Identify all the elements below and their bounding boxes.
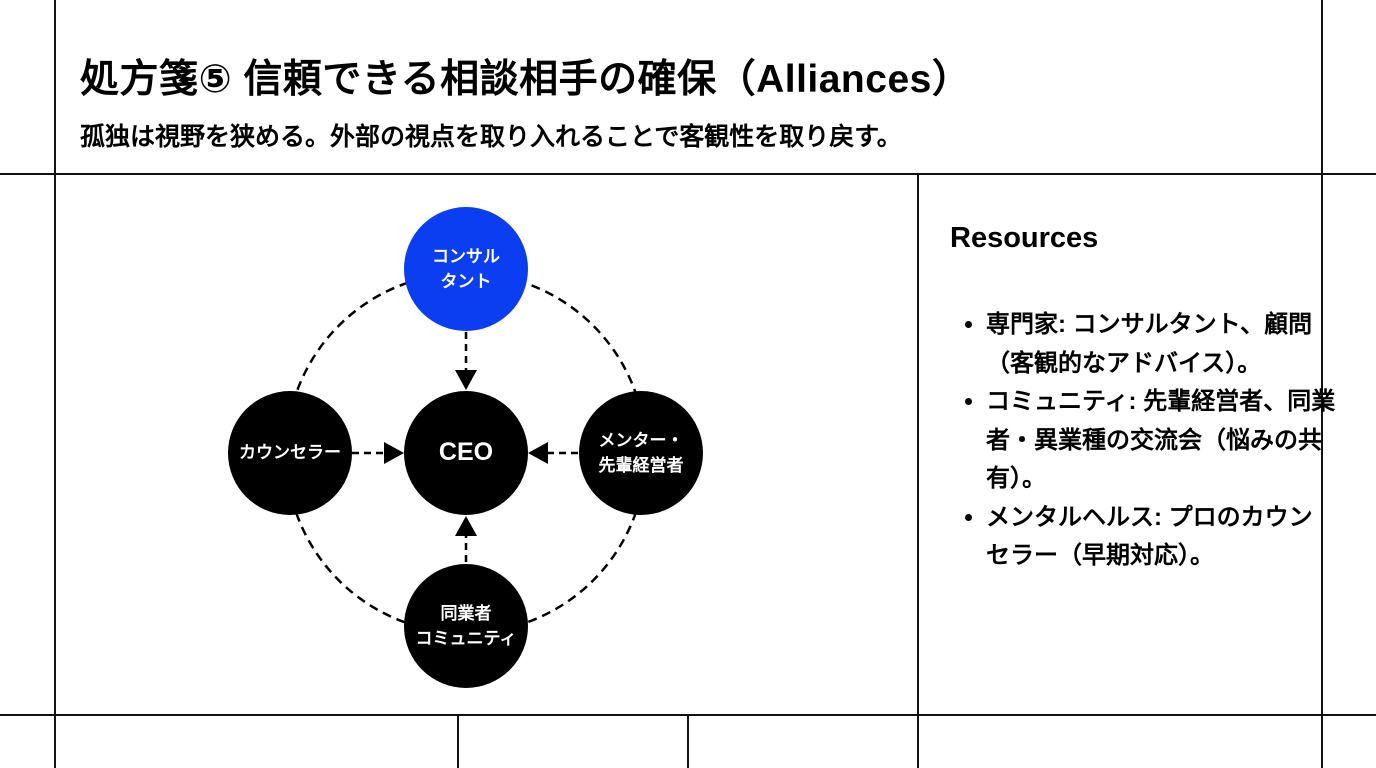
page-subtitle: 孤独は視野を狭める。外部の視点を取り入れることで客観性を取り戻す。: [80, 123, 902, 151]
page-title: 処方箋⑤ 信頼できる相談相手の確保（Alliances）: [80, 58, 972, 101]
node-ceo: CEO: [404, 391, 528, 515]
arrowhead-top: [455, 370, 477, 390]
arrowhead-left: [384, 442, 404, 464]
grid-line-left: [54, 0, 56, 768]
node-mentor: メンター・ 先輩経営者: [579, 391, 703, 515]
node-community: 同業者 コミュニティ: [404, 564, 528, 688]
resource-item: 専門家: コンサルタント、顧問（客観的なアドバイス）。: [986, 306, 1336, 383]
grid-line-footer-1: [457, 715, 459, 768]
grid-line-divider: [917, 174, 919, 768]
grid-line-footer-2: [687, 715, 689, 768]
grid-line-header-bottom: [0, 173, 1376, 175]
grid-line-right: [1321, 0, 1323, 768]
arrowhead-right: [528, 442, 548, 464]
node-consultant: コンサル タント: [404, 207, 528, 331]
arrowhead-bottom: [455, 516, 477, 536]
node-counselor: カウンセラー: [228, 391, 352, 515]
resource-item: メンタルヘルス: プロのカウンセラー（早期対応）。: [986, 499, 1336, 576]
resource-item: コミュニティ: 先輩経営者、同業者・異業種の交流会（悩みの共有）。: [986, 383, 1336, 499]
resources-list: 専門家: コンサルタント、顧問（客観的なアドバイス）。 コミュニティ: 先輩経営…: [958, 306, 1336, 576]
resources-title: Resources: [950, 222, 1099, 254]
